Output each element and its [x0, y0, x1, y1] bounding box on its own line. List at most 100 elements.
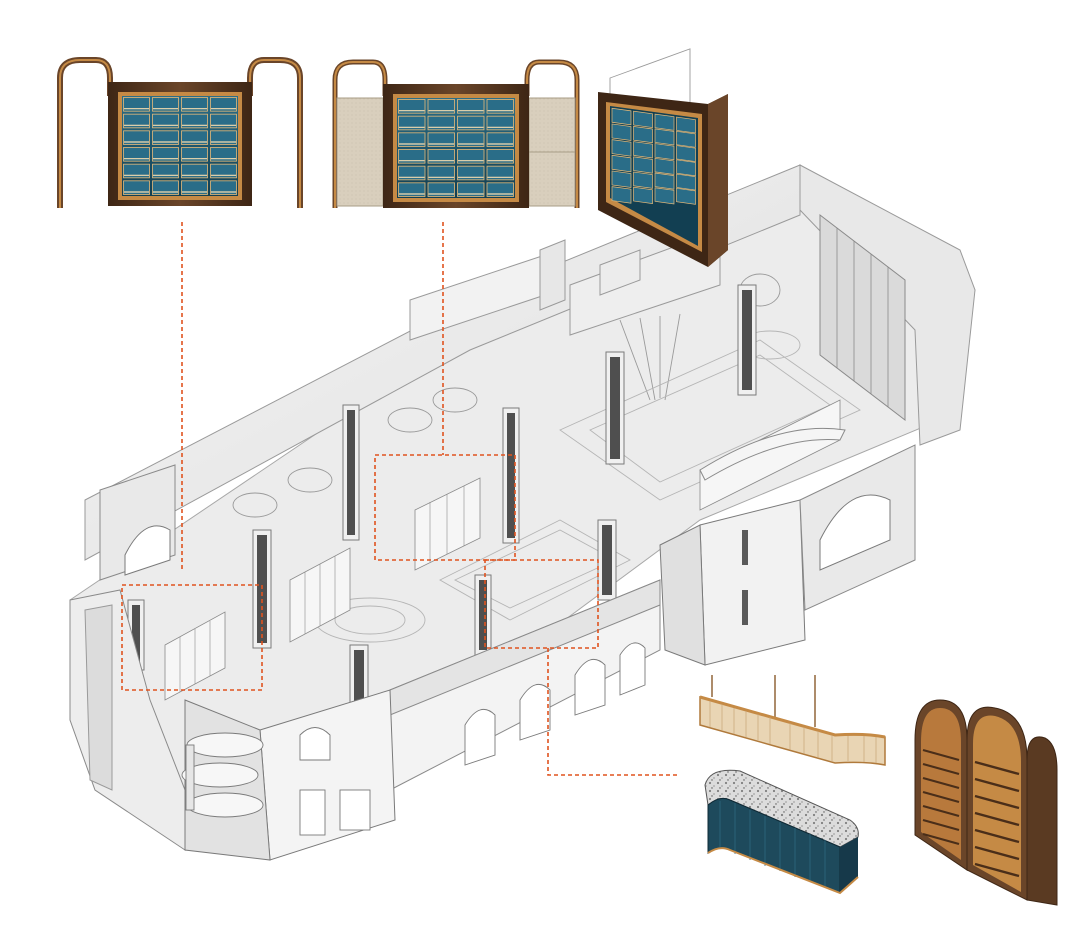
- shelf-board: [922, 776, 960, 790]
- right-tower-side: [659, 524, 706, 666]
- cabinet-glass-cell: [210, 130, 237, 145]
- cabinet-glass-cell: [654, 172, 675, 190]
- shelf-board: [922, 762, 960, 776]
- shelf-board: [974, 845, 1020, 861]
- cabinet-glass-cell: [152, 180, 179, 195]
- cabinet-glass-cell: [210, 147, 237, 162]
- cabinet-glass-cell: [633, 110, 653, 128]
- shelf-board: [974, 777, 1020, 793]
- cabinet-glass-cell: [654, 157, 675, 175]
- zone-box-shelving-left: [121, 584, 263, 691]
- cabinet-glass-cell: [611, 107, 632, 126]
- cabinet-glass-cell: [611, 123, 632, 141]
- cabinet-glass-cell: [152, 130, 179, 145]
- cabinet-glass-cell: [676, 173, 696, 191]
- cabinet-glass-cell: [457, 115, 485, 131]
- cabinet-glass-cell: [427, 182, 455, 197]
- right-end-panels: [819, 213, 906, 422]
- walnut-display-cabinet-perspective-icon: [598, 92, 728, 267]
- arched-shelving-shelves: [922, 748, 1020, 878]
- right-end-panel-lines: [836, 228, 889, 407]
- cabinet-glass-cell: [152, 147, 179, 162]
- cabinet-glass-cell: [427, 132, 455, 147]
- cabinet-glass-grid: [611, 107, 696, 205]
- rear-parapet-block: [539, 239, 566, 311]
- cabinet-glass-cell: [611, 170, 632, 188]
- shelf-board: [974, 760, 1020, 776]
- cabinet-glass-cell: [676, 159, 696, 177]
- cabinet-glass-cell: [486, 165, 514, 181]
- walnut-display-cabinet-with-fabric-side-panels-icon: [332, 59, 580, 208]
- cabinet-glass-cell: [457, 132, 485, 147]
- right-tower-slots: [742, 530, 748, 625]
- cabinet-glass-cell: [123, 180, 150, 195]
- cabinet-glass-cell: [633, 125, 653, 144]
- cabinet-glass-cell: [486, 132, 514, 147]
- cabinet-glass-cell: [398, 165, 426, 181]
- cabinet-glass-cell: [210, 97, 237, 112]
- cabinet-glass-cell: [123, 113, 150, 129]
- shelf-board: [922, 748, 960, 762]
- cabinet-glass-cell: [457, 182, 485, 197]
- cabinet-glass-cell: [123, 163, 150, 179]
- cabinet-glass-cell: [210, 180, 237, 195]
- cabinet-glass-cell: [486, 115, 514, 131]
- cabinet-glass-cell: [152, 113, 179, 129]
- cabinet-glass-cell: [611, 154, 632, 173]
- shelf-board: [922, 790, 960, 804]
- cabinet-glass-cell: [427, 115, 455, 131]
- column: [502, 407, 520, 544]
- shelf-board: [974, 828, 1020, 844]
- cabinet-glass-cell: [181, 113, 208, 129]
- cabinet-glass-cell: [633, 186, 653, 204]
- spiral-staircase: [181, 732, 264, 818]
- right-tower-block: [699, 499, 806, 666]
- cabinet-glass-cell: [486, 182, 514, 197]
- front-arches: [464, 642, 646, 766]
- cabinet-glass-cell: [181, 97, 208, 112]
- cabinet-glass-cell: [633, 141, 653, 159]
- cabinet-glass-cell: [181, 163, 208, 179]
- cabinet-glass-cell: [398, 115, 426, 131]
- zone-box-reception: [484, 559, 599, 649]
- cabinet-glass-cell: [457, 99, 485, 114]
- cabinet-glass-grid: [123, 97, 237, 195]
- column: [597, 519, 617, 601]
- cabinet-glass-cell: [611, 186, 632, 204]
- callout-leader-lines: [121, 222, 680, 776]
- left-front-wall-shadow: [84, 604, 113, 791]
- cabinet-glass-cell: [210, 113, 237, 129]
- cabinet-glass-cell: [427, 165, 455, 181]
- cabinet-glass-cell: [633, 171, 653, 189]
- cabinet-glass-cell: [654, 113, 675, 131]
- double-arched-walnut-shelving-icon: [914, 699, 1058, 906]
- front-tower-openings: [299, 727, 371, 836]
- cabinet-glass-cell: [486, 99, 514, 114]
- column: [474, 574, 492, 656]
- leader-line-reception: [547, 648, 680, 776]
- cabinet-glass-cell: [457, 149, 485, 164]
- cabinet-glass-cell: [152, 163, 179, 179]
- cabinet-glass-grid: [398, 99, 514, 197]
- column: [737, 284, 757, 396]
- cabinet-glass-cell: [398, 99, 426, 114]
- column: [605, 351, 625, 465]
- shelf-board: [922, 804, 960, 818]
- cabinet-glass-cell: [398, 132, 426, 147]
- cabinet-glass-cell: [611, 139, 632, 157]
- cabinet-glass-cell: [210, 163, 237, 179]
- curved-terrazzo-reception-counter-icon: [704, 769, 859, 895]
- shelf-board: [974, 794, 1020, 810]
- left-end-arch: [124, 525, 171, 576]
- shelf-board: [922, 818, 960, 832]
- model-shelving-lines: [179, 486, 465, 692]
- cabinet-glass-cell: [676, 130, 696, 148]
- cabinet-glass-cell: [654, 187, 675, 205]
- cabinet-glass-cell: [123, 147, 150, 162]
- cabinet-glass-cell: [123, 97, 150, 112]
- cabinet-glass-cell: [152, 97, 179, 112]
- cabinet-glass-cell: [181, 130, 208, 145]
- cabinet-glass-cell: [633, 156, 653, 174]
- cabinet-glass-cell: [181, 147, 208, 162]
